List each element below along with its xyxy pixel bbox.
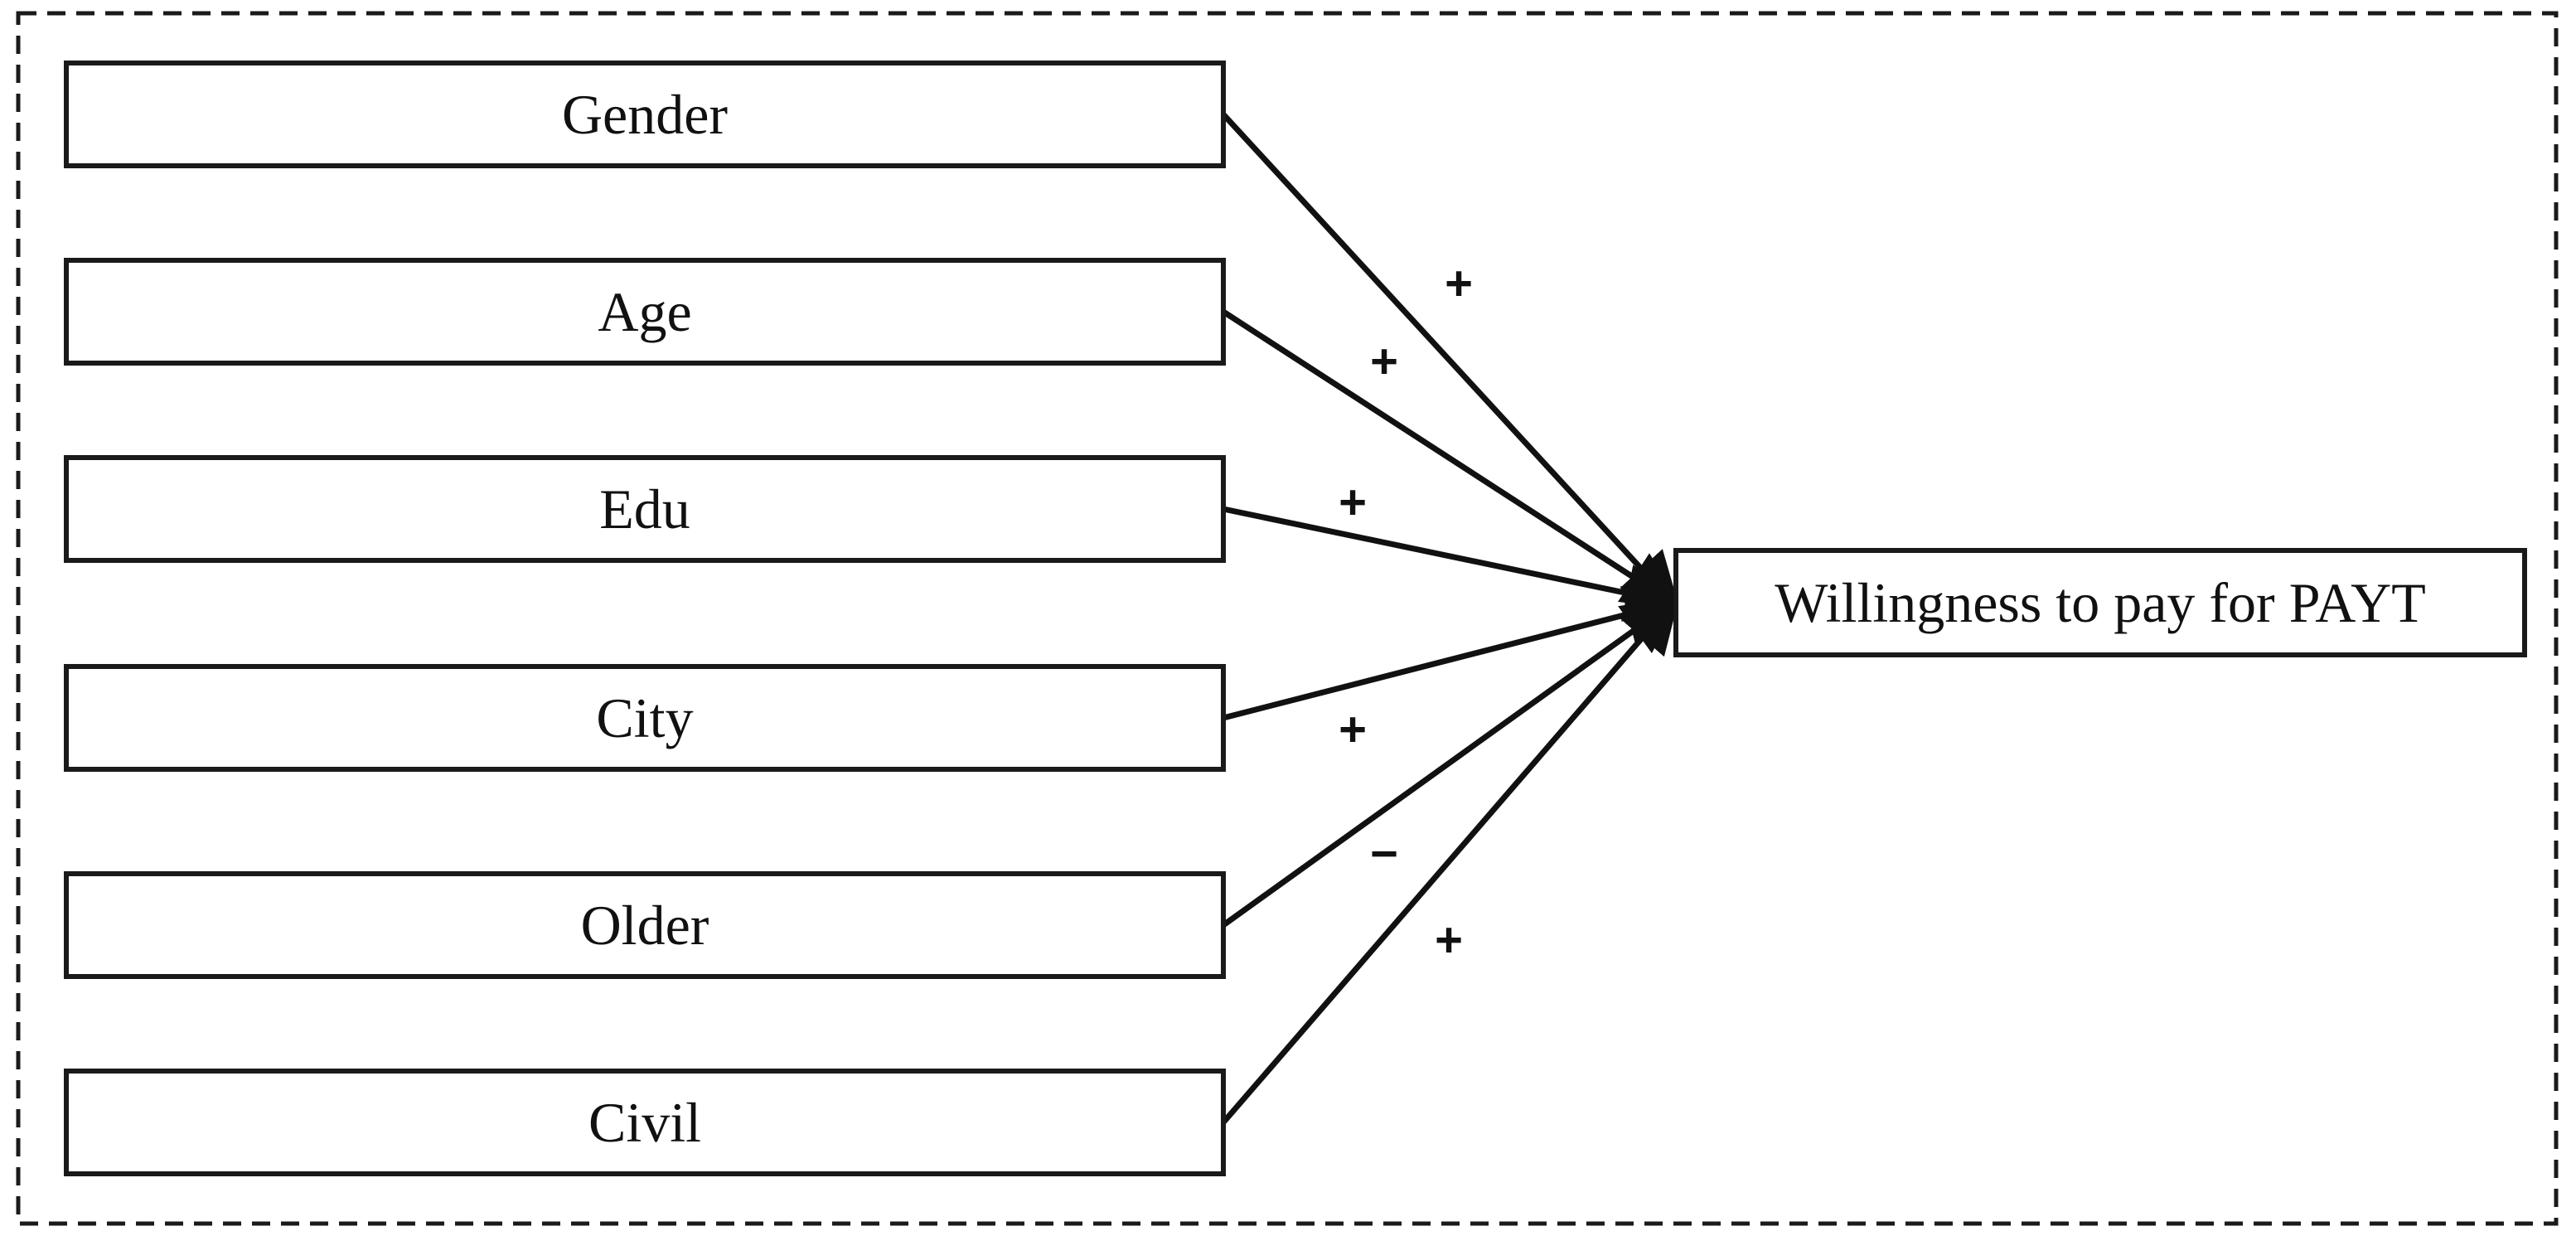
- input-label-age: Age: [598, 280, 691, 343]
- dashed-frame: [16, 11, 2559, 1226]
- input-box-age: Age: [64, 258, 1226, 366]
- edge-civil: [1221, 594, 1681, 1125]
- input-box-city: City: [64, 664, 1226, 772]
- sign-older: −: [1370, 827, 1398, 881]
- sign-age: +: [1370, 335, 1398, 389]
- input-label-edu: Edu: [599, 477, 690, 540]
- edge-older: [1221, 595, 1683, 928]
- input-label-gender: Gender: [562, 83, 728, 146]
- outcome-label: Willingness to pay for PAYT: [1775, 571, 2426, 634]
- input-box-edu: Edu: [64, 455, 1226, 563]
- edge-city: [1223, 586, 1684, 721]
- input-label-civil: Civil: [588, 1091, 701, 1154]
- input-box-older: Older: [64, 871, 1226, 979]
- input-label-city: City: [596, 686, 693, 749]
- edges-group: [1221, 112, 1684, 1125]
- sign-civil: +: [1435, 914, 1463, 967]
- sign-edu: +: [1339, 476, 1367, 530]
- sign-city: +: [1339, 703, 1367, 757]
- signs-group: ++++−+: [1339, 257, 1473, 967]
- edge-edu: [1223, 506, 1684, 622]
- edge-age: [1222, 309, 1683, 609]
- input-box-gender: Gender: [64, 61, 1226, 168]
- outcome-box: Willingness to pay for PAYT: [1673, 548, 2527, 657]
- sign-gender: +: [1445, 257, 1473, 311]
- input-box-civil: Civil: [64, 1069, 1226, 1176]
- input-label-older: Older: [581, 894, 709, 957]
- edge-gender: [1221, 112, 1681, 612]
